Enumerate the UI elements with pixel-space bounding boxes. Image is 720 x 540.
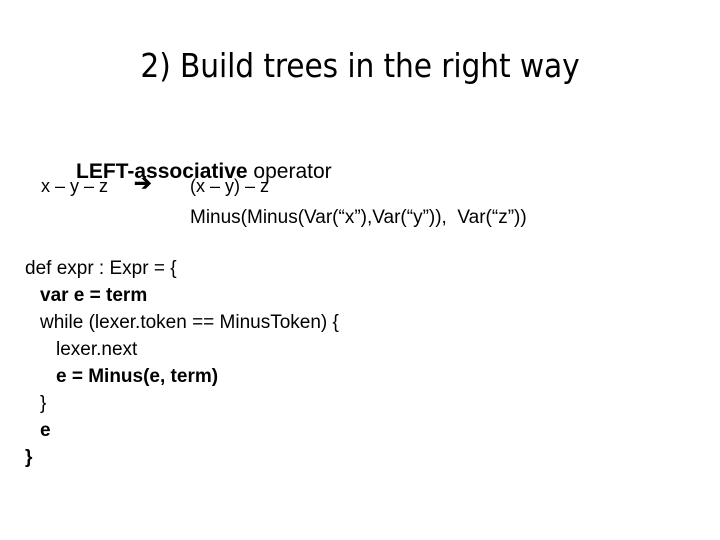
- code-block: def expr : Expr = { var e = term while (le…: [0, 255, 720, 471]
- code-line: }: [40, 393, 47, 414]
- right-arrow-icon: ➔: [134, 172, 152, 195]
- expression-tree: Minus(Minus(Var(“x”),Var(“y”)), Var(“z”)…: [190, 207, 527, 228]
- heading-regular-text: operator: [247, 160, 332, 183]
- expression-left: x – y – z: [41, 176, 109, 196]
- expression-right: (x – y) – z: [190, 176, 270, 196]
- page-title: 2) Build trees in the right way: [140, 46, 580, 85]
- code-line: var e = term: [40, 285, 148, 306]
- heading-left-associative: LEFT-associative operator: [41, 133, 332, 211]
- code-line: lexer.next: [56, 339, 138, 360]
- code-line: def expr : Expr = {: [25, 258, 177, 279]
- heading-bold-text: LEFT-associative: [76, 160, 248, 183]
- code-line: e = Minus(e, term): [56, 366, 219, 387]
- code-line: while (lexer.token == MinusToken) {: [40, 312, 339, 333]
- code-line: }: [25, 447, 33, 468]
- code-line: e: [40, 420, 51, 441]
